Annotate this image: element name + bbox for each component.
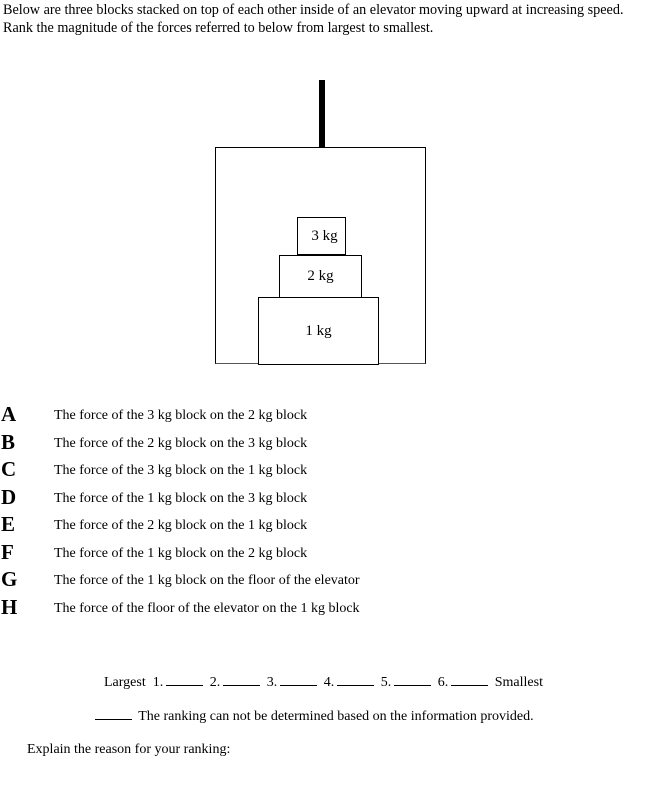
option-h: H The force of the floor of the elevator… [0, 595, 420, 626]
rank-slot-label: 4. [323, 675, 335, 690]
problem-statement: Below are three blocks stacked on top of… [3, 2, 624, 36]
option-text: The force of the 1 kg block on the 2 kg … [54, 546, 308, 561]
rank-blank-5[interactable] [394, 673, 432, 686]
block-3kg: 3 kg [297, 217, 346, 255]
option-e: E The force of the 2 kg block on the 1 k… [0, 512, 420, 543]
block-1kg: 1 kg [258, 297, 379, 365]
undetermined-line: The ranking can not be determined based … [92, 707, 534, 725]
ranking-line: Largest 1. 2. 3. 4. 5. 6. Smallest [104, 673, 543, 691]
rank-slot-label: 3. [266, 675, 278, 690]
undetermined-blank[interactable] [95, 707, 132, 720]
option-b: B The force of the 2 kg block on the 3 k… [0, 430, 420, 461]
rank-blank-4[interactable] [337, 673, 375, 686]
option-letter: D [1, 485, 17, 509]
largest-label: Largest [104, 675, 146, 690]
option-letter: F [1, 540, 14, 564]
explain-prompt: Explain the reason for your ranking: [27, 742, 231, 757]
rank-slot-label: 2. [209, 675, 221, 690]
option-text: The force of the 3 kg block on the 1 kg … [54, 463, 308, 478]
rank-blank-2[interactable] [223, 673, 261, 686]
rank-slot-label: 6. [437, 675, 449, 690]
option-letter: E [1, 512, 16, 536]
option-letter: H [1, 595, 18, 619]
option-g: G The force of the 1 kg block on the flo… [0, 567, 420, 598]
rank-blank-6[interactable] [451, 673, 489, 686]
rank-slot-label: 1. [152, 675, 164, 690]
option-c: C The force of the 3 kg block on the 1 k… [0, 457, 420, 488]
rank-blank-3[interactable] [280, 673, 318, 686]
elevator-cable [319, 80, 325, 148]
option-text: The force of the floor of the elevator o… [54, 601, 360, 616]
option-letter: B [1, 430, 16, 454]
option-text: The force of the 1 kg block on the 3 kg … [54, 491, 308, 506]
option-text: The force of the 1 kg block on the floor… [54, 573, 360, 588]
block-2kg: 2 kg [279, 255, 362, 298]
option-text: The force of the 2 kg block on the 1 kg … [54, 518, 308, 533]
option-letter: G [1, 567, 18, 591]
option-text: The force of the 2 kg block on the 3 kg … [54, 436, 308, 451]
option-f: F The force of the 1 kg block on the 2 k… [0, 540, 420, 571]
rank-slot-label: 5. [380, 675, 392, 690]
option-letter: C [1, 457, 17, 481]
smallest-label: Smallest [494, 675, 543, 690]
option-d: D The force of the 1 kg block on the 3 k… [0, 485, 420, 516]
option-letter: A [1, 402, 17, 426]
undetermined-text: The ranking can not be determined based … [138, 709, 534, 724]
option-a: A The force of the 3 kg block on the 2 k… [0, 402, 420, 433]
option-text: The force of the 3 kg block on the 2 kg … [54, 408, 308, 423]
rank-blank-1[interactable] [166, 673, 204, 686]
